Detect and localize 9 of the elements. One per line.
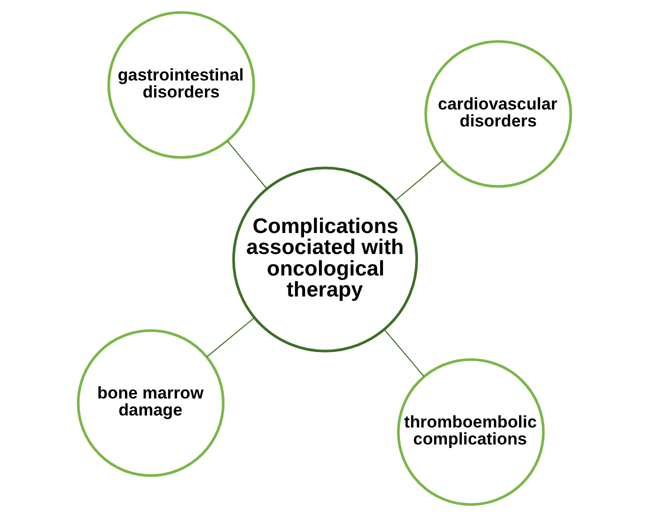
node-circle: Complications associated with oncological therapy (232, 166, 418, 352)
connector (227, 140, 267, 189)
node-circle: cardiovascular disorders (424, 40, 572, 188)
connector (206, 317, 255, 358)
connector (384, 329, 424, 377)
connector (395, 160, 443, 201)
node-circle: thromboembolic complications (397, 358, 545, 506)
node-circle: gastrointestinal disorders (107, 11, 256, 159)
node-circle: bone marrow damage (76, 329, 225, 477)
